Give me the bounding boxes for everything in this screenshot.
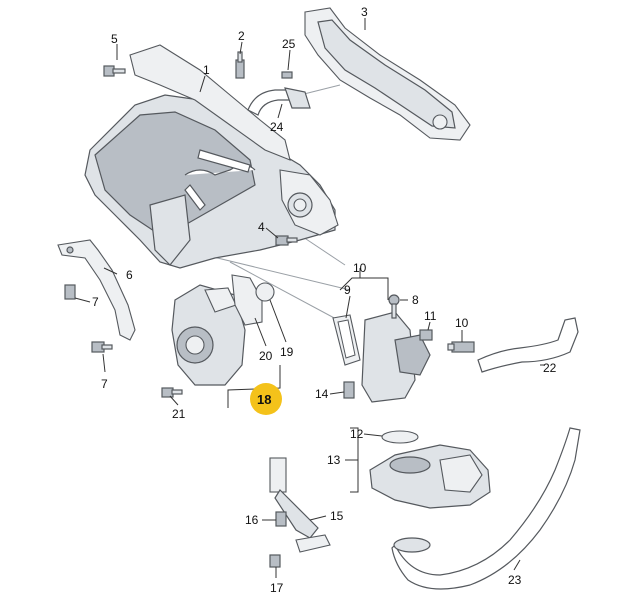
guide-lines (204, 84, 351, 321)
gasket-part-20 (255, 282, 275, 302)
callout-9: 9 (344, 283, 351, 297)
gasket-part-3 (304, 7, 471, 141)
screw-part-8 (388, 294, 400, 319)
sensor-part-11 (447, 341, 475, 353)
callout-2: 2 (238, 29, 245, 43)
callout-8: 8 (412, 293, 419, 307)
callout-7a: 7 (92, 295, 99, 309)
callout-6: 6 (126, 268, 133, 282)
callout-24: 23 (508, 573, 522, 587)
callout-22: 21 (172, 407, 186, 421)
bolt-part-17 (275, 511, 287, 527)
callout-11: 10 (455, 316, 469, 330)
callout-5: 5 (111, 32, 118, 46)
seal-part-13 (381, 430, 419, 444)
bolt-part-7b (91, 341, 113, 353)
bolt-part-7a (64, 284, 76, 300)
callout-26: 25 (282, 37, 296, 51)
highlighted-callout-19: 18 (250, 383, 282, 415)
callout-labels: 5 1 2 3 25 24 4 6 7 7 8 10 9 11 10 22 12… (92, 5, 557, 595)
bolt-part-18 (269, 554, 281, 568)
hose-part-25 (247, 87, 311, 116)
egr-cooler-part-14 (369, 444, 491, 509)
callout-1: 1 (203, 63, 210, 77)
callout-3: 3 (361, 5, 368, 19)
callout-15: 14 (315, 387, 329, 401)
sensor-part-2 (235, 51, 245, 79)
bolt-part-22 (161, 387, 183, 398)
gasket-part-21 (231, 274, 263, 326)
pipe-part-24 (391, 427, 581, 590)
callout-16: 15 (330, 509, 344, 523)
callout-18: 17 (270, 581, 284, 595)
flange-part-10 (361, 311, 431, 403)
callout-13: 12 (350, 427, 364, 441)
callout-12: 11 (424, 309, 437, 323)
bracket-part-16 (269, 457, 331, 553)
callout-20: 19 (280, 345, 294, 359)
callout-21: 20 (259, 349, 273, 363)
callout-4: 4 (258, 220, 265, 234)
callout-17: 16 (245, 513, 259, 527)
callout-19: 18 (257, 392, 271, 407)
callout-14: 13 (327, 453, 341, 467)
bolt-part-4 (275, 235, 298, 246)
leader-lines (74, 18, 545, 578)
bracket-part-6 (57, 239, 136, 341)
callout-25: 24 (270, 120, 284, 134)
egr-valve-part-19 (171, 284, 246, 386)
callout-10: 10 (353, 261, 367, 275)
bolt-part-26 (281, 71, 293, 79)
bolt-part-5 (103, 65, 126, 77)
hose-part-23 (477, 317, 579, 373)
bolt-part-12 (419, 329, 433, 341)
callout-23: 22 (543, 361, 557, 375)
bolt-part-15 (343, 381, 355, 399)
gasket-part-9 (332, 314, 361, 366)
callout-7b: 7 (101, 377, 108, 391)
manifold-part-1 (84, 44, 339, 269)
